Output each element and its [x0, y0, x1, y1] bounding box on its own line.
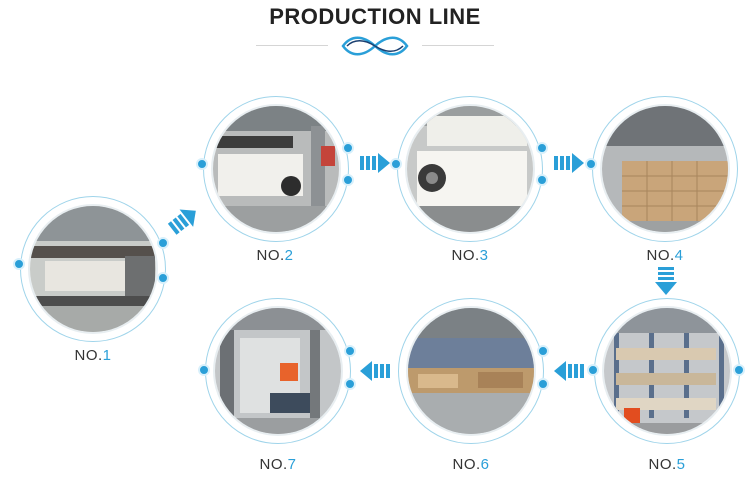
step-3-connector-dot-right-bottom — [536, 174, 548, 186]
step-6-connector-dot-right-bottom — [537, 378, 549, 390]
arrow-step-3-to-4-icon — [554, 153, 584, 173]
step-7-label: NO.7 — [259, 456, 297, 473]
step-6-connector-dot-right-top — [537, 345, 549, 357]
arrow-step-5-to-6-icon — [554, 361, 584, 381]
step-2-connector-dot-right-bottom — [342, 174, 354, 186]
page-title: PRODUCTION LINE — [269, 4, 481, 29]
step-3-label: NO.3 — [451, 247, 489, 264]
step-3-photo — [405, 104, 535, 234]
step-5-photo — [602, 306, 732, 436]
step-1-connector-dot-right-top — [157, 237, 169, 249]
step-3-connector-dot-left — [390, 158, 402, 170]
step-4-photo — [600, 104, 730, 234]
title-divider-right — [422, 45, 494, 46]
step-4-label: NO.4 — [646, 247, 684, 264]
step-4-connector-dot-left — [585, 158, 597, 170]
step-3-connector-dot-right-top — [536, 142, 548, 154]
step-7-connector-dot-right-bottom — [344, 378, 356, 390]
arrow-step-2-to-3-icon — [360, 153, 390, 173]
step-1-label: NO.1 — [74, 347, 112, 364]
step-7-connector-dot-right-top — [344, 345, 356, 357]
step-2-connector-dot-right-top — [342, 142, 354, 154]
title-divider-left — [256, 45, 328, 46]
step-5-label: NO.5 — [648, 456, 686, 473]
step-1-connector-dot-right-bottom — [157, 272, 169, 284]
step-2-connector-dot-left — [196, 158, 208, 170]
step-6-photo — [406, 306, 536, 436]
step-7-photo — [213, 306, 343, 436]
step-7-connector-dot-left — [198, 364, 210, 376]
title-ornament-icon — [341, 36, 409, 56]
arrow-step-1-to-2-icon — [167, 209, 196, 235]
arrow-step-6-to-7-icon — [360, 361, 390, 381]
step-2-label: NO.2 — [256, 247, 294, 264]
step-1-connector-dot-left — [13, 258, 25, 270]
step-6-label: NO.6 — [452, 456, 490, 473]
step-1-photo — [28, 204, 158, 334]
arrow-step-4-to-5-icon — [655, 267, 677, 295]
step-2-photo — [211, 104, 341, 234]
step-5-connector-dot-left — [587, 364, 599, 376]
step-5-connector-dot-right — [733, 364, 745, 376]
